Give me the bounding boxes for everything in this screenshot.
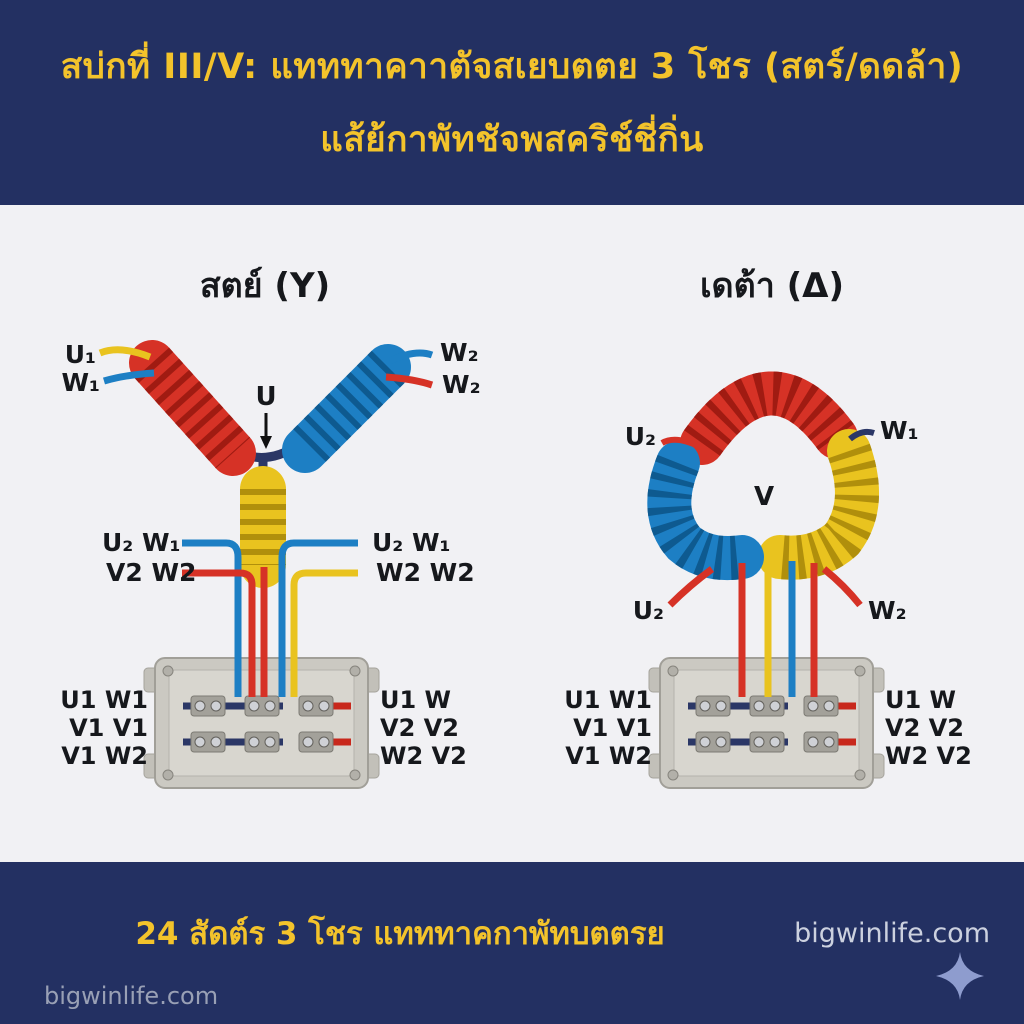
delta-red-coil <box>680 371 858 465</box>
delta-terminal-right-3: W2 V2 <box>885 742 972 770</box>
header-banner: สบ่กที่ III/V: แทททาคาาตัจสเยบตตย 3 โชร … <box>0 0 1024 205</box>
star-blue-coil-stripes <box>288 350 405 467</box>
star-label-mid-right-2: W2 W2 <box>376 558 475 587</box>
star-label-w2-bottom: W₂ <box>442 370 481 399</box>
star-label-w1: W₁ <box>61 368 100 397</box>
star-label-mid-left-2: V2 W2 <box>106 558 196 587</box>
star-neutral-label: U <box>255 382 276 412</box>
delta-label-w2: W₂ <box>868 596 907 625</box>
delta-label-v: V <box>754 482 774 512</box>
star-label-mid-left-1: U₂ W₁ <box>102 528 180 557</box>
delta-lead-w1-wire <box>848 428 875 442</box>
star-box-wire-yellow-right <box>290 569 358 697</box>
star-box-wire-blue-right <box>278 539 358 697</box>
star-terminal-right-3: W2 V2 <box>380 742 467 770</box>
star-red-coil-stripes <box>134 347 251 469</box>
delta-lead-u2-bottom-wire <box>667 566 715 608</box>
wiring-diagram: สตย์ (Y) U U₁ W₁ W₂ W₂ U₂ W₁ V <box>60 266 972 862</box>
star-box-wire-blue-left <box>182 539 242 697</box>
star-lead-w2b-wire <box>385 373 434 389</box>
star-terminal-left-1: U1 W1 <box>60 686 148 714</box>
delta-label-u2-bottom: U₂ <box>633 596 664 625</box>
delta-terminal-right-1: U1 W <box>885 686 956 714</box>
title-line-1: สบ่กที่ III/V: แทททาคาาตัจสเยบตตย 3 โชร … <box>60 46 964 87</box>
title-line-2: แส้ย้กาพัทชัจพสคริช์ชี่กิ่น <box>320 119 704 160</box>
delta-terminal-left-1: U1 W1 <box>564 686 652 714</box>
star-lead-w1-wire <box>102 369 155 385</box>
star-label-u1: U₁ <box>65 340 96 369</box>
delta-label-w1: W₁ <box>880 416 919 445</box>
delta-blue-coil-stripes <box>647 454 746 580</box>
star-terminal-right-2: V2 V2 <box>380 714 459 742</box>
delta-heading: เดต้า (Δ) <box>700 266 844 306</box>
star-heading: สตย์ (Y) <box>200 266 330 306</box>
star-terminal-right-1: U1 W <box>380 686 451 714</box>
star-box-wire-red-left <box>182 569 256 697</box>
star-lead-u1-wire <box>98 346 152 361</box>
delta-terminal-left-3: V1 W2 <box>565 742 652 770</box>
watermark-left: bigwinlife.com <box>44 982 219 1010</box>
star-label-mid-right-1: U₂ W₁ <box>372 528 450 557</box>
delta-lead-w2-wire <box>821 566 863 608</box>
delta-yellow-coil-stripes <box>777 443 879 580</box>
sparkle-icon <box>936 952 984 1000</box>
star-neutral-arrow-head <box>260 436 272 449</box>
delta-label-u2-top: U₂ <box>625 422 656 451</box>
star-label-w2-top: W₂ <box>440 338 479 367</box>
watermark-right: bigwinlife.com <box>794 918 990 949</box>
footer-caption: 24 สัดต์ร 3 โชร แทททาคกาพัทบตตรย <box>135 916 665 952</box>
star-terminal-left-2: V1 V1 <box>69 714 148 742</box>
star-lead-w2a-wire <box>388 349 434 365</box>
delta-lead-u2-top-wire <box>660 436 702 450</box>
footer-banner: 24 สัดต์ร 3 โชร แทททาคกาพัทบตตรย bigwinl… <box>0 862 1024 1024</box>
star-terminal-left-3: V1 W2 <box>61 742 148 770</box>
delta-terminal-right-2: V2 V2 <box>885 714 964 742</box>
delta-terminal-left-2: V1 V1 <box>573 714 652 742</box>
